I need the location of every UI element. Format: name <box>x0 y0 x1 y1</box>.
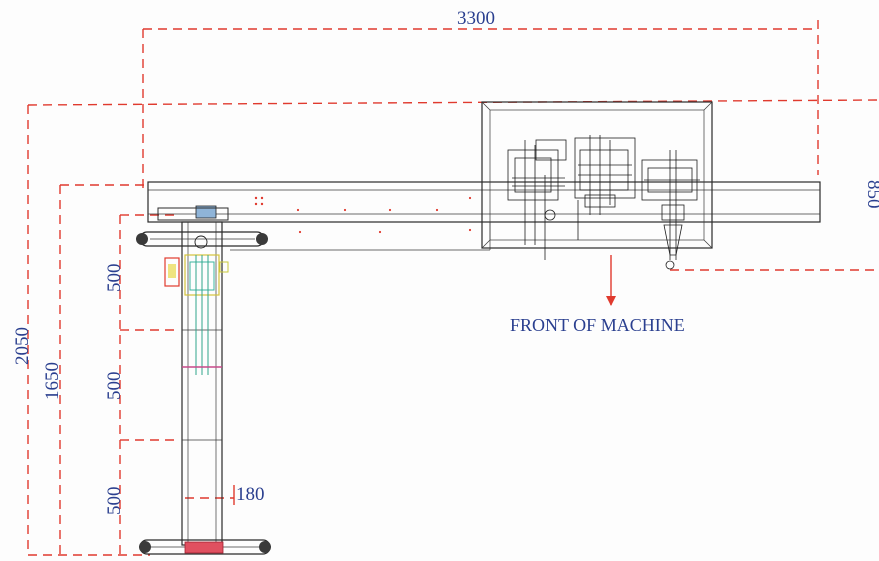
dimension-lines <box>27 20 879 556</box>
bottom-wheel-right <box>259 541 271 553</box>
dimension-labels: 3300 850 2050 1650 500 500 500 180 FRONT… <box>12 8 879 515</box>
conveyor-marker-dots <box>254 196 472 234</box>
front-arrow-head <box>606 296 616 306</box>
column-drive-assembly <box>164 205 229 375</box>
bottom-wheel-left <box>139 541 151 553</box>
bottom-crossbar <box>139 539 271 555</box>
dim-label-500-c: 500 <box>104 487 125 516</box>
mechanism-unit-1 <box>507 139 567 260</box>
machine-inner-box <box>489 109 705 241</box>
dim-line-2050-top <box>27 99 879 106</box>
top-crossbar <box>136 207 268 247</box>
machine-housing <box>481 101 713 270</box>
mechanism-unit-3 <box>641 150 700 270</box>
dim-label-180: 180 <box>236 484 265 505</box>
dim-label-850: 850 <box>863 180 879 209</box>
vertical-column <box>164 205 229 546</box>
base-plate <box>184 541 224 554</box>
machine-outer-box <box>481 101 713 249</box>
dim-label-2050: 2050 <box>12 327 33 365</box>
dim-label-500-a: 500 <box>104 264 125 293</box>
dim-label-500-b: 500 <box>104 372 125 401</box>
mechanism-unit-2 <box>574 135 636 240</box>
top-wheel-right <box>256 233 268 245</box>
top-wheel-left <box>136 233 148 245</box>
front-of-machine-label: FRONT OF MACHINE <box>510 315 685 335</box>
horizontal-conveyor <box>147 181 821 251</box>
dim-label-1650: 1650 <box>42 362 63 400</box>
dim-label-3300: 3300 <box>457 8 495 29</box>
conveyor-frame <box>147 181 821 223</box>
